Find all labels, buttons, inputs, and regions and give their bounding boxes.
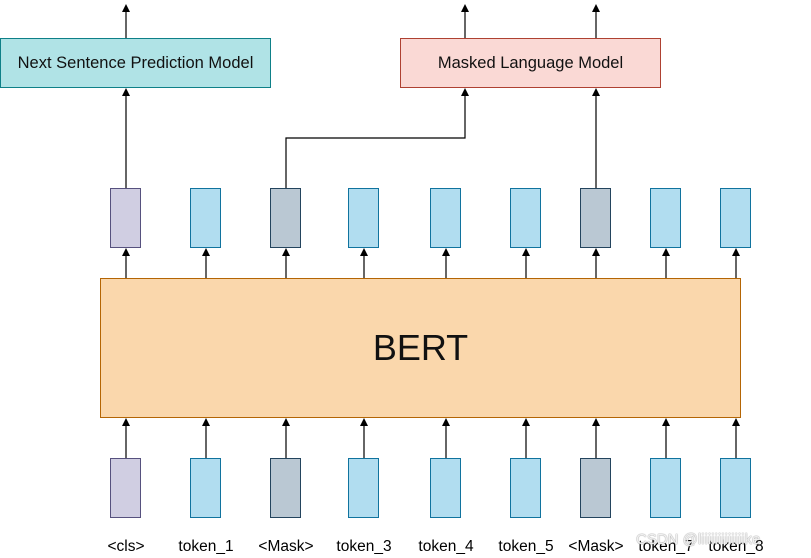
input-embedding-5 xyxy=(510,458,541,518)
input-embedding-3 xyxy=(348,458,379,518)
input-embedding-2 xyxy=(270,458,301,518)
mlm-model-label: Masked Language Model xyxy=(437,53,624,72)
output-embedding-7 xyxy=(650,188,681,248)
nsp-model-label: Next Sentence Prediction Model xyxy=(17,53,254,72)
bert-label: BERT xyxy=(372,327,469,368)
token-label-6: <Mask> xyxy=(568,538,624,555)
token-label-1: token_1 xyxy=(178,538,234,555)
watermark: CSDN @liiiiiiiiiiiiike xyxy=(636,531,761,548)
output-embedding-1 xyxy=(190,188,221,248)
arrow-mask1-to-mlm xyxy=(285,88,469,188)
output-embedding-2 xyxy=(270,188,301,248)
token-label-3: token_3 xyxy=(336,538,392,555)
output-embedding-8 xyxy=(720,188,751,248)
output-embedding-3 xyxy=(348,188,379,248)
next-sentence-prediction-model-box: Next Sentence Prediction Model xyxy=(0,38,271,88)
input-embedding-0 xyxy=(110,458,141,518)
token-label-0: <cls> xyxy=(107,538,145,555)
input-embedding-1 xyxy=(190,458,221,518)
token-label-4: token_4 xyxy=(418,538,474,555)
token-label-8: token_8 xyxy=(708,538,764,555)
output-embedding-4 xyxy=(430,188,461,248)
output-embedding-0 xyxy=(110,188,141,248)
token-label-5: token_5 xyxy=(498,538,554,555)
input-embedding-7 xyxy=(650,458,681,518)
masked-language-model-box: Masked Language Model xyxy=(400,38,661,88)
input-embedding-4 xyxy=(430,458,461,518)
input-embedding-6 xyxy=(580,458,611,518)
output-embedding-5 xyxy=(510,188,541,248)
output-embedding-6 xyxy=(580,188,611,248)
token-label-2: <Mask> xyxy=(258,538,314,555)
input-embedding-8 xyxy=(720,458,751,518)
bert-encoder-box: BERT xyxy=(100,278,741,418)
token-label-7: token_7 xyxy=(638,538,694,555)
